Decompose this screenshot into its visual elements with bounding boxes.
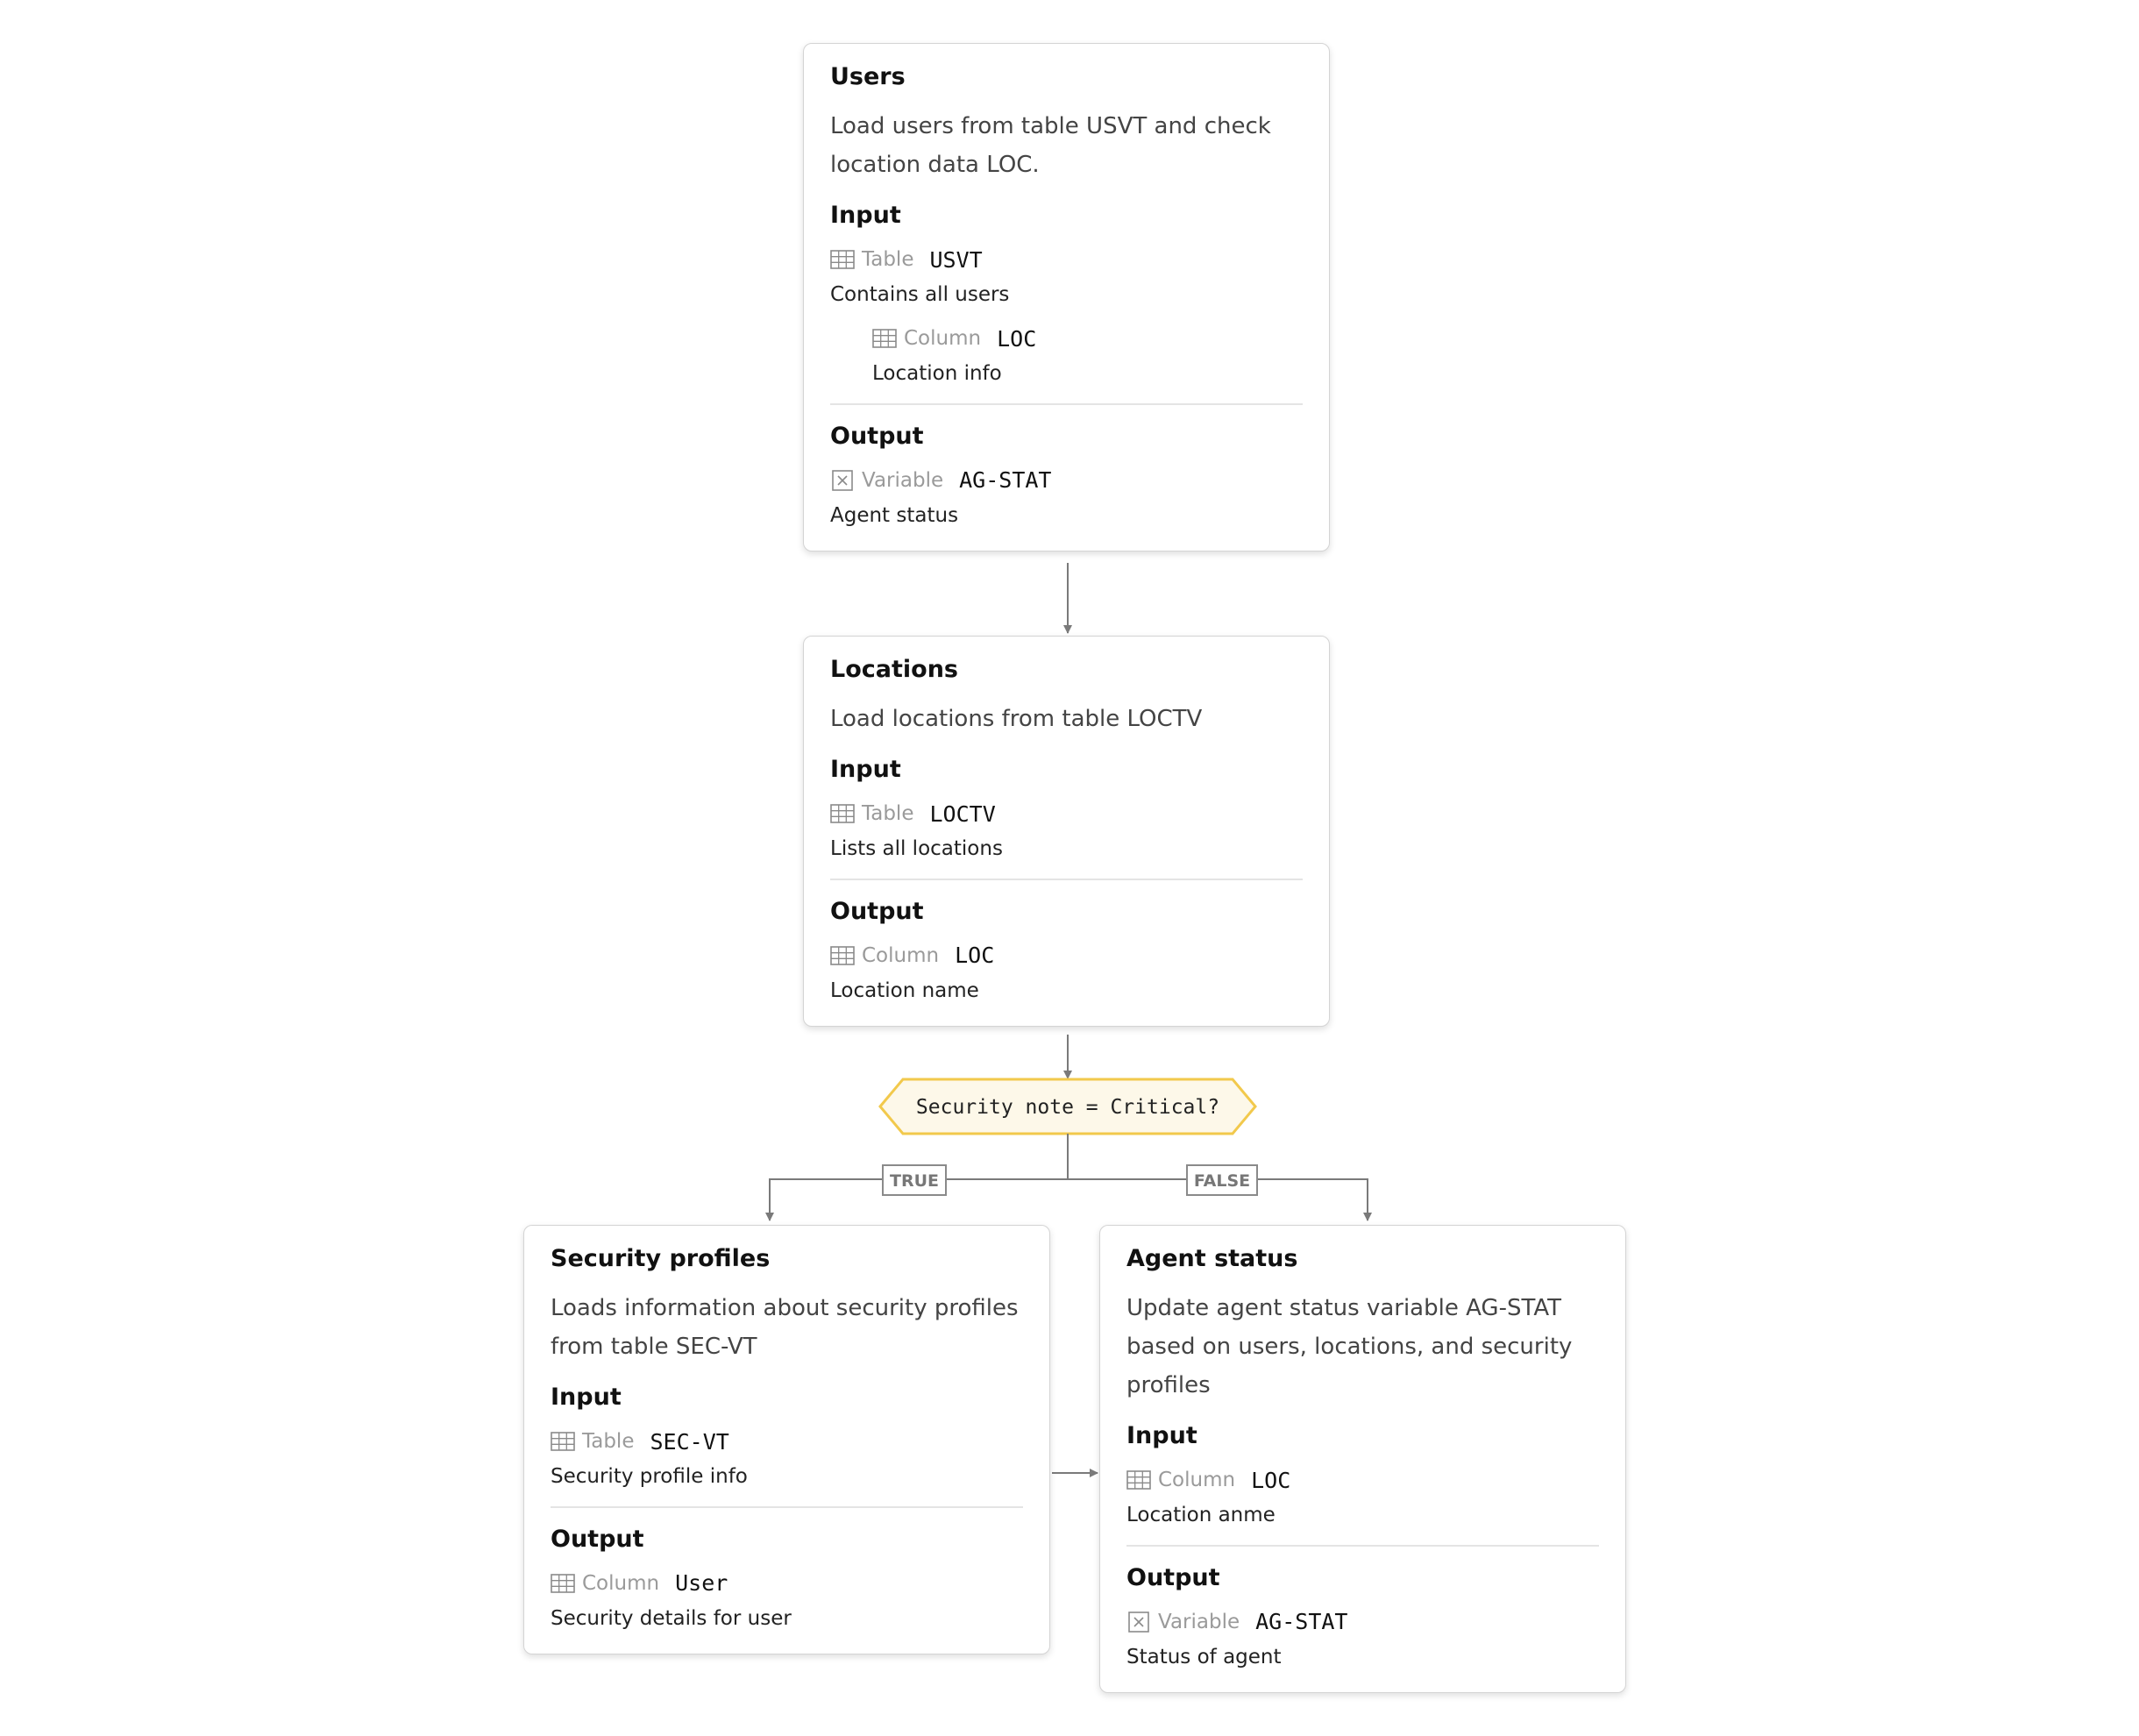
node-title: Security profiles bbox=[551, 1245, 771, 1272]
item-name: User bbox=[675, 1570, 728, 1596]
item-name: LOC bbox=[955, 943, 995, 968]
variable-icon bbox=[1126, 1611, 1151, 1633]
item-kind: Table bbox=[862, 248, 914, 271]
input-item: Table LOCTV Lists all locations bbox=[830, 796, 1303, 866]
item-description: Security details for user bbox=[551, 1606, 792, 1630]
table-icon bbox=[551, 1431, 575, 1452]
item-description: Lists all locations bbox=[830, 837, 1003, 860]
node-description: Update agent status variable AG-STAT bas… bbox=[1126, 1295, 1573, 1398]
output-section-title: Output bbox=[1126, 1563, 1220, 1591]
true-edge-label: TRUE bbox=[882, 1164, 947, 1196]
input-section-title: Input bbox=[830, 202, 901, 229]
output-section-title: Output bbox=[830, 897, 924, 925]
input-section-title: Input bbox=[830, 756, 901, 783]
output-section-title: Output bbox=[551, 1525, 644, 1553]
divider bbox=[551, 1506, 1023, 1508]
input-item: Column LOC Location anme bbox=[1126, 1462, 1599, 1533]
item-description: Location anme bbox=[1126, 1504, 1276, 1526]
output-section-title: Output bbox=[830, 422, 924, 450]
item-name: SEC-VT bbox=[650, 1428, 729, 1455]
input-section-title: Input bbox=[1126, 1422, 1197, 1449]
output-item: Column User Security details for user bbox=[551, 1566, 1023, 1636]
node-title: Agent status bbox=[1126, 1245, 1298, 1272]
node-security-profiles[interactable]: Security profiles Loads information abou… bbox=[523, 1225, 1050, 1654]
item-description: Location name bbox=[830, 978, 979, 1002]
divider bbox=[830, 879, 1303, 880]
node-users[interactable]: Users Load users from table USVT and che… bbox=[803, 43, 1330, 551]
item-description: Status of agent bbox=[1126, 1645, 1282, 1668]
node-agent-status[interactable]: Agent status Update agent status variabl… bbox=[1099, 1225, 1626, 1693]
item-name: USVT bbox=[929, 246, 983, 273]
node-title: Locations bbox=[830, 656, 958, 683]
decision-node: Security note = Critical? bbox=[878, 1078, 1257, 1135]
svg-text:FALSE: FALSE bbox=[1194, 1171, 1250, 1191]
table-icon bbox=[872, 328, 897, 349]
table-icon bbox=[830, 803, 855, 824]
item-description: Location info bbox=[872, 362, 1002, 385]
item-kind: Variable bbox=[1158, 1610, 1240, 1633]
item-kind: Column bbox=[862, 943, 940, 967]
output-item: Variable AG-STAT Agent status bbox=[830, 463, 1303, 533]
variable-icon bbox=[830, 469, 855, 491]
input-item: Table USVT Contains all users bbox=[830, 242, 1303, 312]
output-item: Variable AG-STAT Status of agent bbox=[1126, 1604, 1599, 1675]
item-kind: Variable bbox=[862, 468, 944, 492]
item-kind: Column bbox=[1158, 1469, 1236, 1491]
item-kind: Column bbox=[904, 327, 982, 350]
item-kind: Table bbox=[582, 1430, 635, 1453]
svg-text:TRUE: TRUE bbox=[890, 1171, 939, 1191]
table-icon bbox=[830, 249, 855, 270]
input-section-title: Input bbox=[551, 1384, 622, 1411]
node-description: Load locations from table LOCTV bbox=[830, 706, 1203, 732]
item-kind: Column bbox=[582, 1571, 660, 1595]
node-description: Loads information about security profile… bbox=[551, 1295, 1019, 1360]
divider bbox=[830, 403, 1303, 405]
item-name: AG-STAT bbox=[959, 467, 1052, 493]
false-edge-label: FALSE bbox=[1186, 1164, 1258, 1196]
node-locations[interactable]: Locations Load locations from table LOCT… bbox=[803, 636, 1330, 1027]
input-item: Table SEC-VT Security profile info bbox=[551, 1424, 1023, 1494]
item-name: LOC bbox=[997, 325, 1037, 352]
table-icon bbox=[830, 945, 855, 966]
input-item: Column LOC Location info bbox=[830, 321, 1303, 391]
item-description: Security profile info bbox=[551, 1465, 748, 1488]
divider bbox=[1126, 1545, 1599, 1547]
output-item: Column LOC Location name bbox=[830, 938, 1303, 1008]
item-kind: Table bbox=[862, 802, 914, 825]
table-icon bbox=[551, 1573, 575, 1594]
item-name: AG-STAT bbox=[1255, 1609, 1348, 1634]
item-name: LOC bbox=[1251, 1467, 1291, 1493]
node-description: Load users from table USVT and check loc… bbox=[830, 113, 1271, 178]
table-icon bbox=[1126, 1469, 1151, 1491]
node-title: Users bbox=[830, 63, 906, 90]
item-name: LOCTV bbox=[929, 800, 996, 827]
item-description: Agent status bbox=[830, 503, 959, 527]
decision-label: Security note = Critical? bbox=[916, 1096, 1219, 1119]
item-description: Contains all users bbox=[830, 283, 1010, 306]
